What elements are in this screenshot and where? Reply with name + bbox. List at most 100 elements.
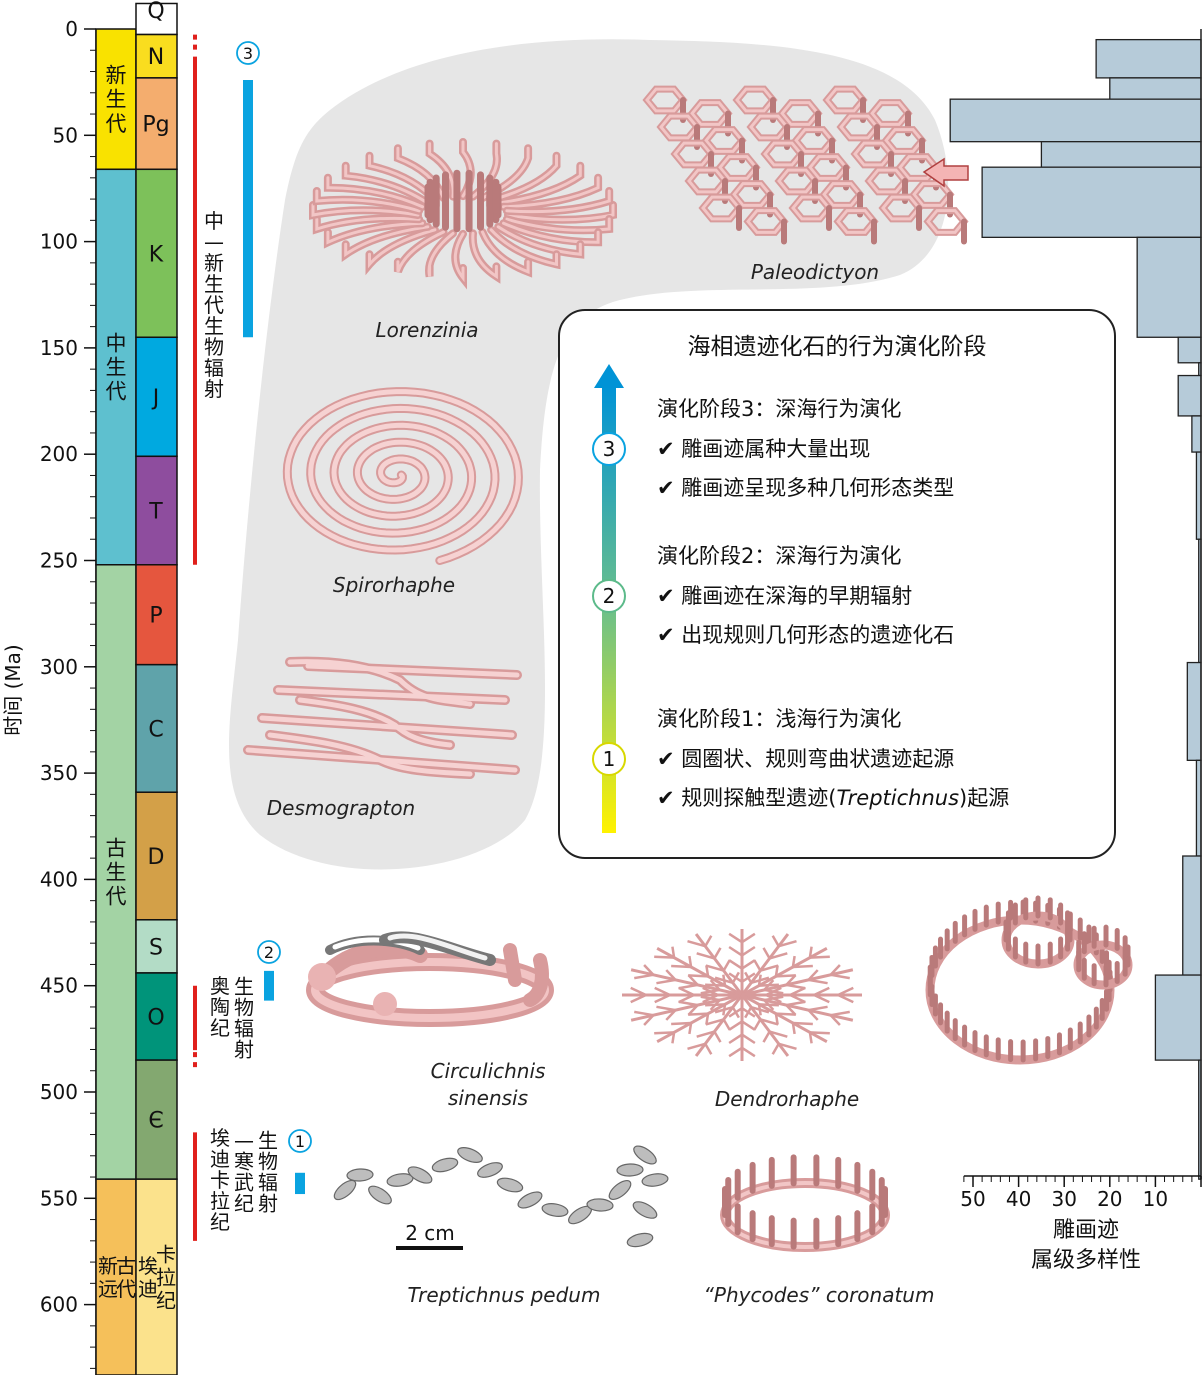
dendro-twig: [696, 952, 715, 960]
dendro-twig: [741, 945, 756, 957]
mesh-cell-highlight: [673, 141, 713, 167]
char: 生: [106, 861, 127, 885]
radiating-tube-highlight: [326, 221, 424, 245]
treptichnus-segment: [633, 1145, 657, 1165]
char: 代: [106, 885, 127, 909]
period-box: [135, 2, 178, 36]
era-label: 新生代: [106, 64, 127, 136]
histogram-bar: [1136, 236, 1202, 338]
stage-heading: 演化阶段3：深海行为演化: [657, 397, 901, 421]
time-tick-label: 450: [40, 974, 78, 998]
char: 纪: [234, 1192, 254, 1216]
dendro-twig: [789, 993, 806, 1004]
dendro-twig: [760, 1018, 779, 1026]
lorenzinia-illustration: [309, 138, 617, 290]
dendro-twig: [750, 1005, 770, 1014]
period-label: Q: [147, 0, 164, 24]
radiating-tube-highlight: [396, 146, 445, 200]
text-part: ✔ 规则探触型遗迹(: [657, 786, 836, 810]
time-tick-label: 350: [40, 761, 78, 785]
legend-box: 海相遗迹化石的行为演化阶段 演化阶段3：深海行为演化✔ 雕画迹属种大量出现✔ 雕…: [558, 309, 1116, 859]
dendro-twig: [808, 1032, 813, 1044]
dendro-twig: [760, 964, 779, 972]
dendro-twig: [722, 1018, 731, 1031]
stage-item: ✔ 雕画迹属种大量出现: [657, 437, 870, 461]
dendro-twig: [758, 1003, 779, 1007]
period-box: [135, 1178, 178, 1375]
dendro-branch: [741, 968, 854, 997]
dendro-twig: [713, 947, 722, 960]
mesh-cell-highlight: [898, 155, 938, 180]
dendro-twig: [771, 1043, 780, 1055]
dendro-twig: [705, 983, 726, 987]
period-label: N: [148, 45, 164, 70]
dendro-twig: [809, 1031, 830, 1035]
period-label: O: [147, 1006, 164, 1031]
time-axis-label: 时间 (Ma): [1, 644, 25, 735]
treptichnus-segment: [626, 1232, 654, 1248]
dendro-twig: [775, 974, 796, 978]
char: 辐: [258, 1171, 278, 1195]
label-line: sinensis: [448, 1086, 528, 1110]
label-treptichnus: Treptichnus pedum: [408, 1283, 601, 1307]
char: 卡: [156, 1242, 176, 1266]
time-tick-label: 150: [40, 336, 78, 360]
mesh-cell-highlight: [777, 168, 817, 194]
dendro-twig: [785, 974, 797, 986]
histogram-x-tick-label: 40: [1006, 1187, 1031, 1211]
mesh-cell-highlight: [704, 128, 744, 153]
stage-circle-number: 3: [603, 437, 616, 461]
mesh-cell-highlight: [839, 114, 879, 140]
treptichnus-segment: [407, 1166, 433, 1184]
period-box: [135, 663, 178, 793]
mesh-cell-highlight: [825, 87, 865, 113]
desmograpton-illustration: [243, 656, 522, 779]
treptichnus-segment: [477, 1162, 503, 1178]
dendro-twig: [722, 959, 731, 972]
stage-circle: [236, 41, 260, 65]
era-label: 中生代: [106, 331, 127, 403]
char: 古: [106, 836, 127, 860]
stage-circle: [592, 579, 626, 613]
period-label: C: [148, 717, 163, 742]
dendro-twig: [830, 973, 850, 980]
dendro-twig: [713, 1030, 722, 1043]
dendro-twig: [630, 993, 647, 1004]
char: 武: [234, 1171, 254, 1195]
histogram-bar: [1186, 661, 1202, 761]
char: 代: [106, 380, 127, 404]
radiating-tube-highlight: [496, 225, 582, 256]
label-phycodes: “Phycodes” coronatum: [704, 1283, 935, 1307]
char: 埃: [210, 1126, 230, 1150]
dendro-twig: [778, 939, 797, 948]
time-tick-label: 0: [65, 17, 78, 41]
dendro-twig: [791, 1022, 796, 1035]
stage-circle: [288, 1129, 312, 1153]
dendro-twig: [654, 955, 675, 959]
treptichnus-illustration: [333, 1145, 669, 1248]
legend-title: 海相遗迹化石的行为演化阶段: [688, 334, 987, 360]
scale-bar-label: 2 cm: [405, 1221, 455, 1245]
dendro-twig: [656, 1005, 676, 1012]
dendro-twig: [741, 1033, 756, 1045]
dendro-twig: [688, 974, 709, 978]
treptichnus-segment: [608, 1179, 632, 1201]
histogram-x-tick-label: 50: [960, 1187, 985, 1211]
treptichnus-segment: [632, 1201, 658, 1219]
char: 卡: [210, 1168, 230, 1192]
mesh-cell-highlight: [822, 182, 862, 207]
treptichnus-segment: [616, 1163, 644, 1177]
char: 生: [258, 1129, 278, 1153]
radiating-tube-highlight: [368, 228, 437, 269]
radiation-label: 生物辐射: [258, 1129, 278, 1216]
radiating-tube-highlight: [427, 231, 455, 277]
char: 迪: [138, 1277, 158, 1301]
dendro-twig: [696, 1030, 715, 1038]
dendro-twig: [741, 1046, 756, 1058]
char: 代: [204, 293, 224, 317]
histogram-x-label: 属级多样性: [1031, 1248, 1141, 1273]
dendro-twig: [687, 1042, 706, 1051]
label-desmograpton: Desmograpton: [267, 796, 415, 820]
char: 陶: [210, 995, 230, 1019]
